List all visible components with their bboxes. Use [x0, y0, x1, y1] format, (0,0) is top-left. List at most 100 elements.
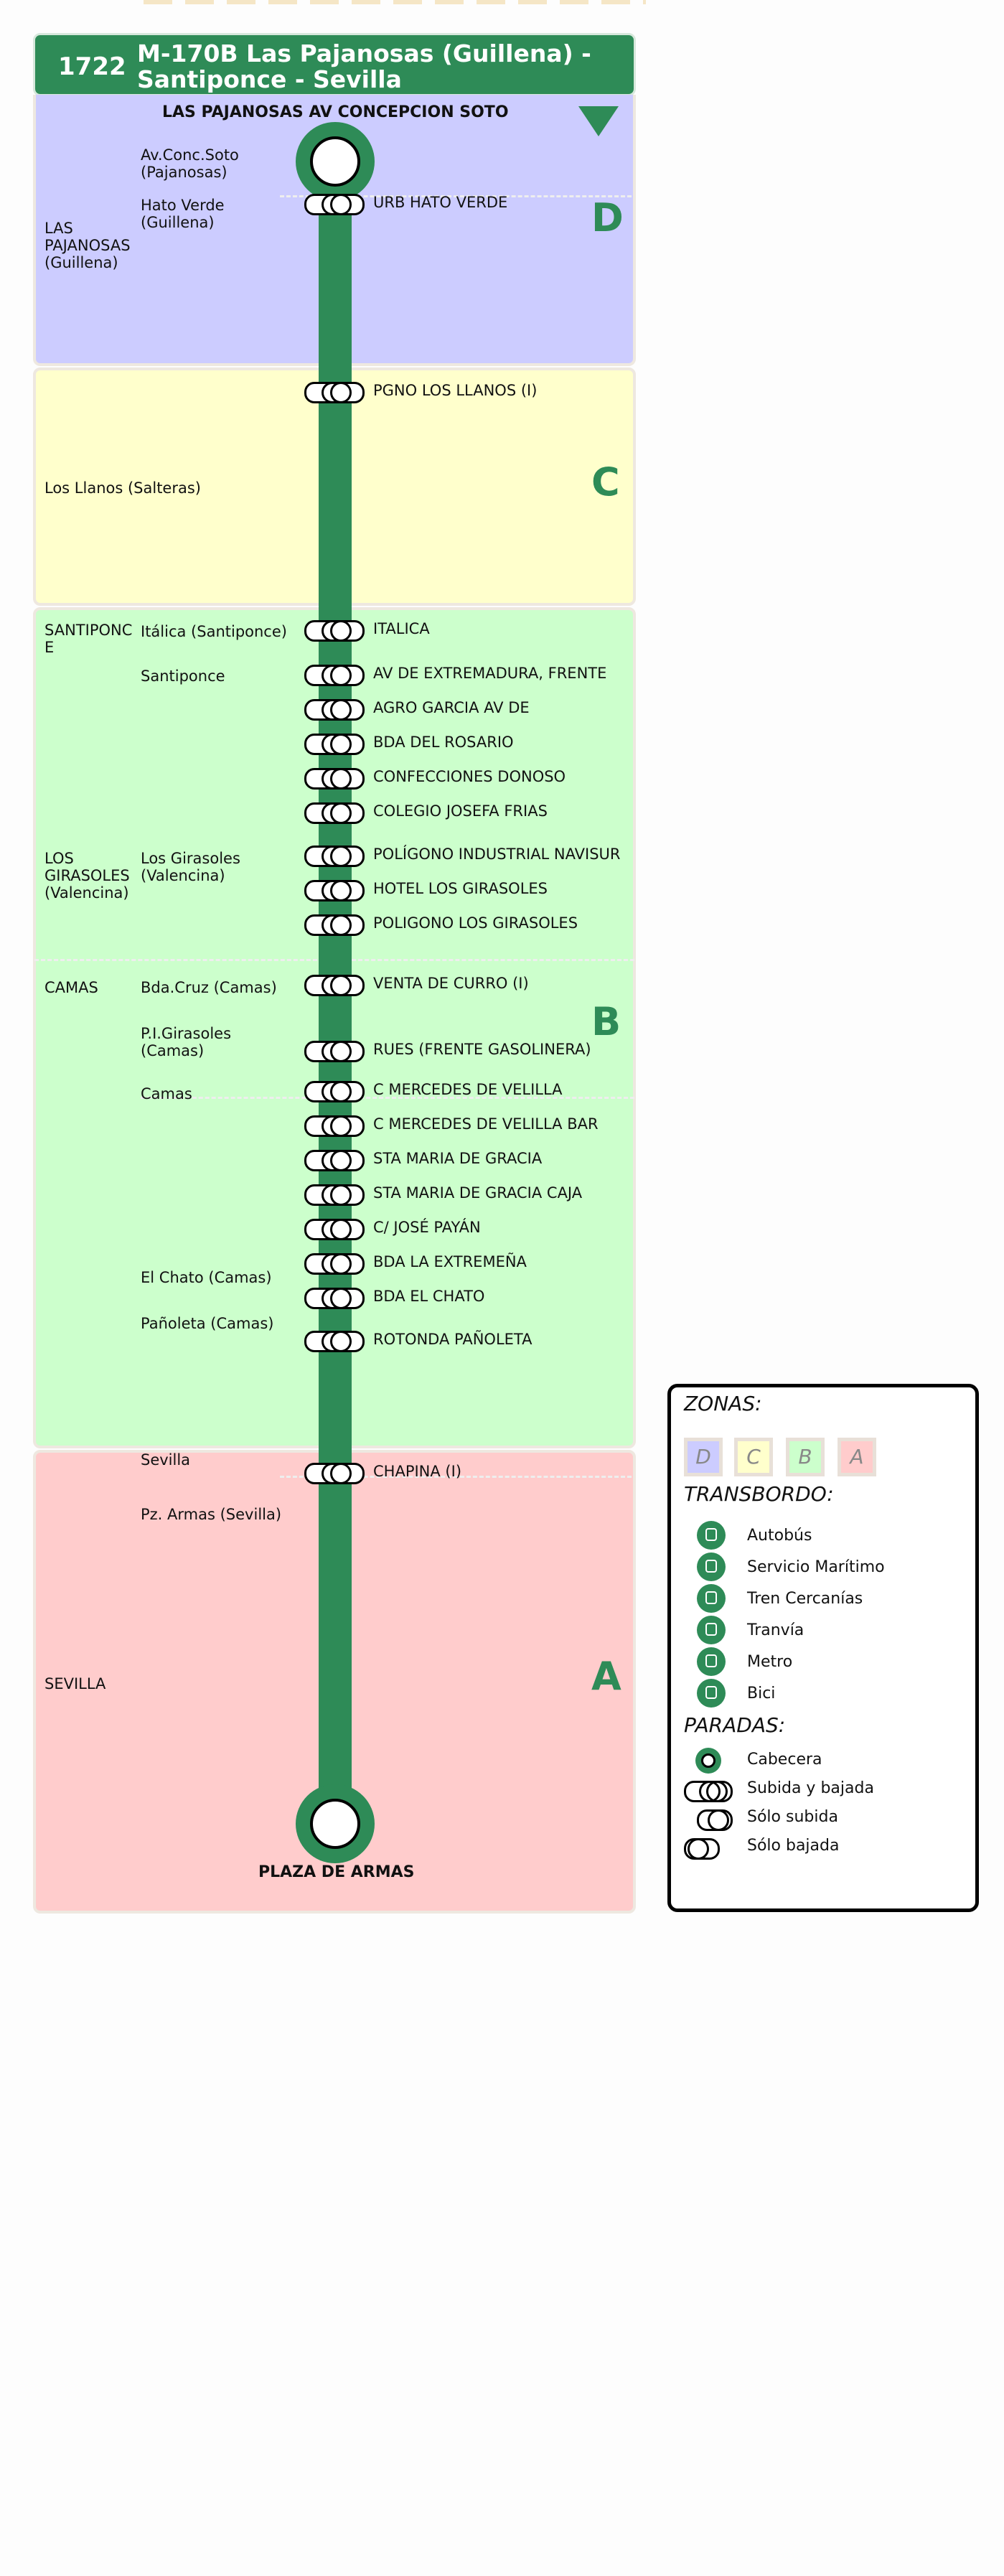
- legend-transbordo-title: TRANSBORDO:: [684, 1482, 834, 1506]
- stop-name: BDA EL CHATO: [373, 1288, 485, 1305]
- direction-arrow-icon: [578, 106, 619, 136]
- stop-name: CHAPINA (I): [373, 1463, 462, 1480]
- legend-box: ZONAS: D C B A TRANSBORDO: Autobús Servi…: [667, 1384, 979, 1912]
- stop-marker-icon: [304, 620, 365, 642]
- stop-name: C MERCEDES DE VELILLA: [373, 1081, 563, 1098]
- stop-marker-icon: [304, 880, 365, 901]
- route-title-2: Santiponce - Sevilla: [137, 65, 402, 93]
- stop-marker-icon: [304, 734, 365, 755]
- stop-name: CONFECCIONES DONOSO: [373, 768, 566, 785]
- locality-label: El Chato (Camas): [141, 1269, 272, 1286]
- locality-label: Pz. Armas (Sevilla): [141, 1506, 282, 1523]
- stop-name: VENTA DE CURRO (I): [373, 975, 529, 992]
- stop-name: C/ JOSÉ PAYÁN: [373, 1219, 481, 1236]
- route-title: M-170B Las Pajanosas (Guillena) -: [137, 39, 591, 67]
- stop-marker-icon: [304, 846, 365, 867]
- legend-stop-label: Sólo subida: [747, 1808, 838, 1826]
- stop-name: RUES (FRENTE GASOLINERA): [373, 1041, 591, 1058]
- ferry-icon: [697, 1552, 726, 1581]
- legend-transfer-label: Tranvía: [747, 1621, 804, 1639]
- legend-transfer-label: Autobús: [747, 1527, 812, 1545]
- legend-zone-b: B: [786, 1438, 825, 1476]
- stop-name: POLIGONO LOS GIRASOLES: [373, 914, 578, 932]
- terminal-stop-icon: [695, 1748, 721, 1774]
- zone-letter-d: D: [591, 195, 624, 240]
- stop-marker-icon: [304, 1041, 365, 1062]
- top-decoration: [144, 0, 646, 4]
- stop-marker-icon: [304, 914, 365, 936]
- locality-label: Hato Verde (Guillena): [141, 197, 225, 231]
- stop-marker-icon: [304, 1331, 365, 1352]
- locality-divider: [141, 1097, 634, 1099]
- stop-name: ITALICA: [373, 620, 430, 637]
- stop-marker-icon: [304, 382, 365, 403]
- route-number: 1722: [58, 52, 126, 81]
- legend-transfer-label: Servicio Marítimo: [747, 1558, 885, 1576]
- municipality-label: SANTIPONC E: [44, 622, 133, 656]
- end-terminal-icon: [296, 1784, 375, 1863]
- stop-name: STA MARIA DE GRACIA CAJA: [373, 1184, 583, 1202]
- legend-stop-label: Sólo bajada: [747, 1837, 840, 1855]
- board-only-stop-icon: [697, 1809, 733, 1831]
- stop-marker-icon: [304, 1253, 365, 1275]
- locality-label: P.I.Girasoles (Camas): [141, 1025, 232, 1059]
- train-icon: [697, 1584, 726, 1613]
- zone-letter-b: B: [591, 999, 621, 1044]
- locality-divider: [280, 195, 632, 197]
- bike-icon: [697, 1679, 726, 1708]
- stop-marker-icon: [304, 194, 365, 215]
- stop-marker-icon: [304, 768, 365, 790]
- legend-transfer-label: Tren Cercanías: [747, 1590, 863, 1608]
- stop-marker-icon: [304, 665, 365, 686]
- legend-stop-label: Cabecera: [747, 1751, 822, 1769]
- stop-marker-icon: [304, 1288, 365, 1309]
- start-terminal-icon: [296, 122, 375, 201]
- route-header: 1722 M-170B Las Pajanosas (Guillena) - S…: [33, 33, 636, 96]
- locality-label: Av.Conc.Soto (Pajanosas): [141, 146, 239, 181]
- stop-name: COLEGIO JOSEFA FRIAS: [373, 802, 548, 820]
- legend-zone-c: C: [734, 1438, 773, 1476]
- legend-zonas-title: ZONAS:: [684, 1392, 762, 1415]
- legend-transfer-label: Bici: [747, 1685, 776, 1702]
- locality-label: Itálica (Santiponce): [141, 623, 287, 640]
- stop-marker-icon: [304, 1184, 365, 1206]
- zone-letter-c: C: [591, 459, 620, 505]
- start-terminal-label: LAS PAJANOSAS AV CONCEPCION SOTO: [162, 103, 509, 121]
- municipality-label: SEVILLA: [44, 1675, 106, 1692]
- stop-marker-icon: [304, 699, 365, 721]
- stop-name: HOTEL LOS GIRASOLES: [373, 880, 548, 897]
- legend-stop-label: Subida y bajada: [747, 1779, 874, 1797]
- locality-label: Camas: [141, 1085, 192, 1102]
- legend-paradas-title: PARADAS:: [684, 1713, 786, 1737]
- stop-name: STA MARIA DE GRACIA: [373, 1150, 543, 1167]
- stop-name: PGNO LOS LLANOS (I): [373, 382, 538, 399]
- municipality-label: LOS GIRASOLES (Valencina): [44, 850, 130, 901]
- stop-marker-icon: [304, 1219, 365, 1240]
- legend-zone-a: A: [838, 1438, 876, 1476]
- stop-marker-icon: [304, 802, 365, 824]
- stop-name: ROTONDA PAÑOLETA: [373, 1331, 533, 1348]
- board-alight-stop-icon: [684, 1781, 733, 1802]
- municipality-label: LAS PAJANOSAS (Guillena): [44, 220, 131, 271]
- stop-name: AV DE EXTREMADURA, FRENTE: [373, 665, 607, 682]
- zone-letter-a: A: [591, 1654, 621, 1699]
- stop-name: URB HATO VERDE: [373, 194, 508, 211]
- stop-name: POLÍGONO INDUSTRIAL NAVISUR: [373, 846, 621, 863]
- alight-only-stop-icon: [684, 1838, 720, 1860]
- stop-marker-icon: [304, 975, 365, 996]
- tram-icon: [697, 1616, 726, 1644]
- stop-name: BDA LA EXTREMEÑA: [373, 1253, 527, 1270]
- locality-label: Los Girasoles (Valencina): [141, 850, 240, 884]
- stop-marker-icon: [304, 1115, 365, 1137]
- locality-label: Santiponce: [141, 668, 225, 685]
- stop-name: BDA DEL ROSARIO: [373, 734, 514, 751]
- stop-marker-icon: [304, 1150, 365, 1171]
- locality-label: Pañoleta (Camas): [141, 1315, 274, 1332]
- legend-transfer-label: Metro: [747, 1653, 793, 1671]
- stop-marker-icon: [304, 1081, 365, 1102]
- stop-name: AGRO GARCIA AV DE: [373, 699, 530, 716]
- locality-label: Bda.Cruz (Camas): [141, 979, 277, 996]
- municipality-label: CAMAS: [44, 979, 98, 996]
- stop-marker-icon: [304, 1463, 365, 1484]
